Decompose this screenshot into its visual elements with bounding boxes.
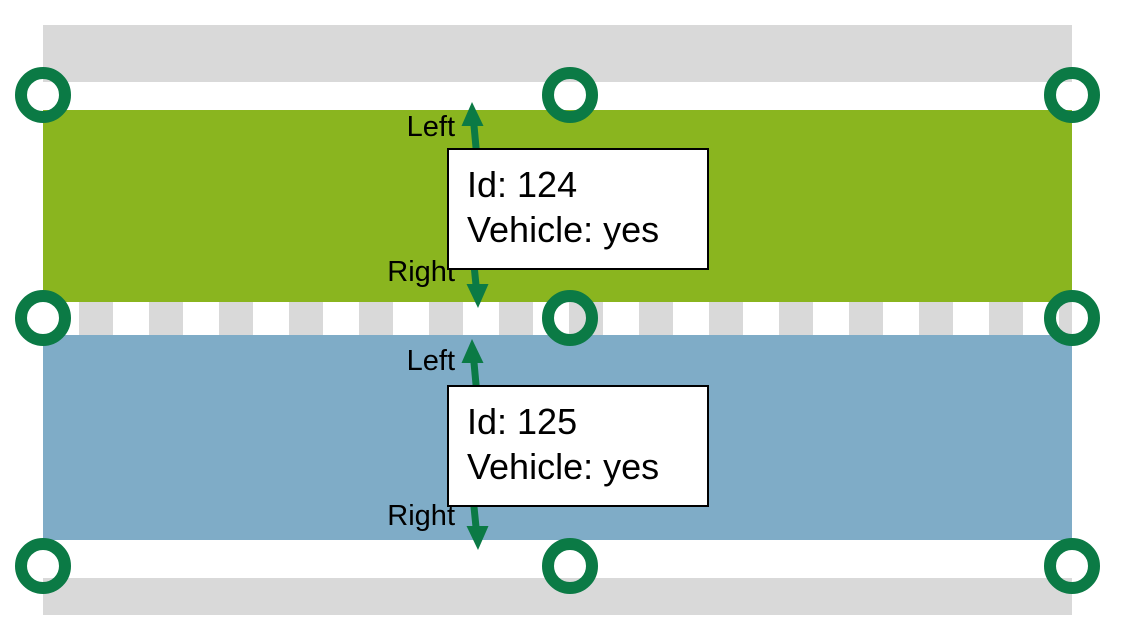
node-top-center[interactable] (542, 67, 598, 123)
node-top-right[interactable] (1044, 67, 1100, 123)
lane-upper-left-boundary-label: Left (406, 111, 455, 143)
node-middle-right[interactable] (1044, 290, 1100, 346)
lane-lower-id-text: Id: 125 (467, 401, 578, 442)
lane-lower-right-boundary-label: Right (387, 500, 455, 532)
lane-lower-info-box[interactable]: Id: 125 Vehicle: yes (447, 385, 709, 507)
lane-upper-info-box[interactable]: Id: 124 Vehicle: yes (447, 148, 709, 270)
node-top-left[interactable] (15, 67, 71, 123)
lane-upper-id-text: Id: 124 (467, 164, 578, 205)
lane-upper-right-boundary-label: Right (387, 256, 455, 288)
lane-lower-vehicle-text: Vehicle: yes (467, 446, 660, 488)
node-middle-center[interactable] (542, 290, 598, 346)
node-bottom-left[interactable] (15, 538, 71, 594)
lane-upper-vehicle-text: Vehicle: yes (467, 209, 660, 251)
node-bottom-right[interactable] (1044, 538, 1100, 594)
node-bottom-center[interactable] (542, 538, 598, 594)
lane-lower-left-boundary-label: Left (406, 345, 455, 377)
node-middle-left[interactable] (15, 290, 71, 346)
